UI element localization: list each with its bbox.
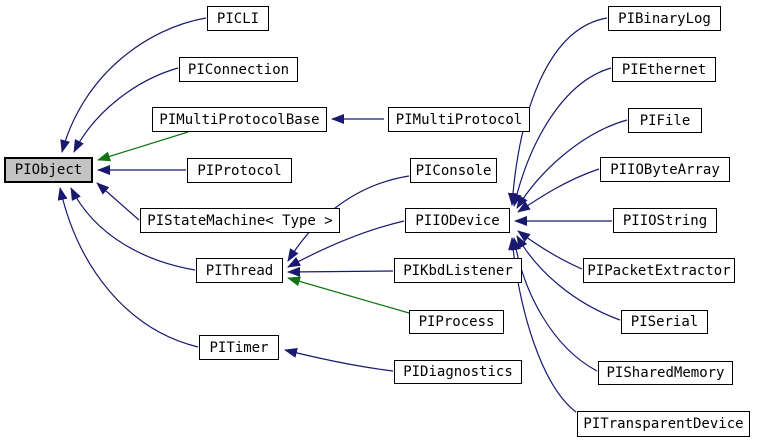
edge-piprocess-pithread: [287, 276, 410, 314]
node-piiodevice[interactable]: PIIODevice: [405, 208, 510, 233]
node-pikbdlistener[interactable]: PIKbdListener: [394, 258, 522, 283]
node-piiostring[interactable]: PIIOString: [613, 208, 717, 233]
edge-pipacketextractor-piiodevice: [517, 230, 583, 270]
node-pitransparentdevice[interactable]: PITransparentDevice: [577, 411, 750, 437]
edge-pibinarylog-piiodevice: [507, 17, 608, 206]
node-pifile[interactable]: PIFile: [628, 108, 702, 133]
node-pithread[interactable]: PIThread: [196, 258, 283, 283]
edge-picli-piobject: [60, 17, 207, 153]
node-pibinarylog[interactable]: PIBinaryLog: [608, 6, 721, 31]
node-piobject: PIObject: [4, 157, 93, 183]
edge-piethernet-piiodevice: [511, 67, 612, 207]
node-pimultiprotocol[interactable]: PIMultiProtocol: [388, 107, 530, 132]
edge-pitimer-piobject: [57, 187, 199, 348]
node-piconsole[interactable]: PIConsole: [410, 158, 497, 183]
edge-pithread-piobject: [70, 187, 196, 271]
node-piprocess[interactable]: PIProcess: [409, 310, 504, 334]
edge-piiobytearray-piiodevice: [517, 168, 600, 213]
edge-piconsole-pithread: [287, 175, 410, 262]
node-piprotocol[interactable]: PIProtocol: [187, 158, 292, 183]
node-piconnection[interactable]: PIConnection: [179, 57, 298, 82]
node-pidiagnostics[interactable]: PIDiagnostics: [394, 360, 522, 384]
node-piiobytearray[interactable]: PIIOByteArray: [600, 157, 730, 182]
edge-pifile-piiodevice: [516, 119, 628, 209]
edge-pisharedmemory-piiodevice: [511, 237, 598, 372]
node-pitimer[interactable]: PITimer: [199, 335, 279, 360]
edge-piiodevice-pithread: [287, 220, 405, 268]
edge-pistatemachine-piobject: [96, 182, 140, 221]
node-pisharedmemory[interactable]: PISharedMemory: [598, 361, 733, 385]
node-piserial[interactable]: PISerial: [621, 310, 708, 334]
node-picli[interactable]: PICLI: [207, 6, 269, 31]
edge-pidiagnostics-pitimer: [284, 348, 394, 372]
node-pimultiprotocolbase[interactable]: PIMultiProtocolBase: [152, 107, 327, 132]
edge-piserial-piiodevice: [516, 235, 621, 321]
edge-piconnection-piobject: [73, 67, 179, 153]
node-piethernet[interactable]: PIEthernet: [612, 57, 716, 82]
edge-pikbdlistener-pithread: [287, 266, 394, 277]
node-pipacketextractor[interactable]: PIPacketExtractor: [583, 258, 735, 283]
node-pistatemachine[interactable]: PIStateMachine< Type >: [140, 208, 340, 233]
edge-pimultiprotocolbase-piobject: [97, 131, 189, 162]
